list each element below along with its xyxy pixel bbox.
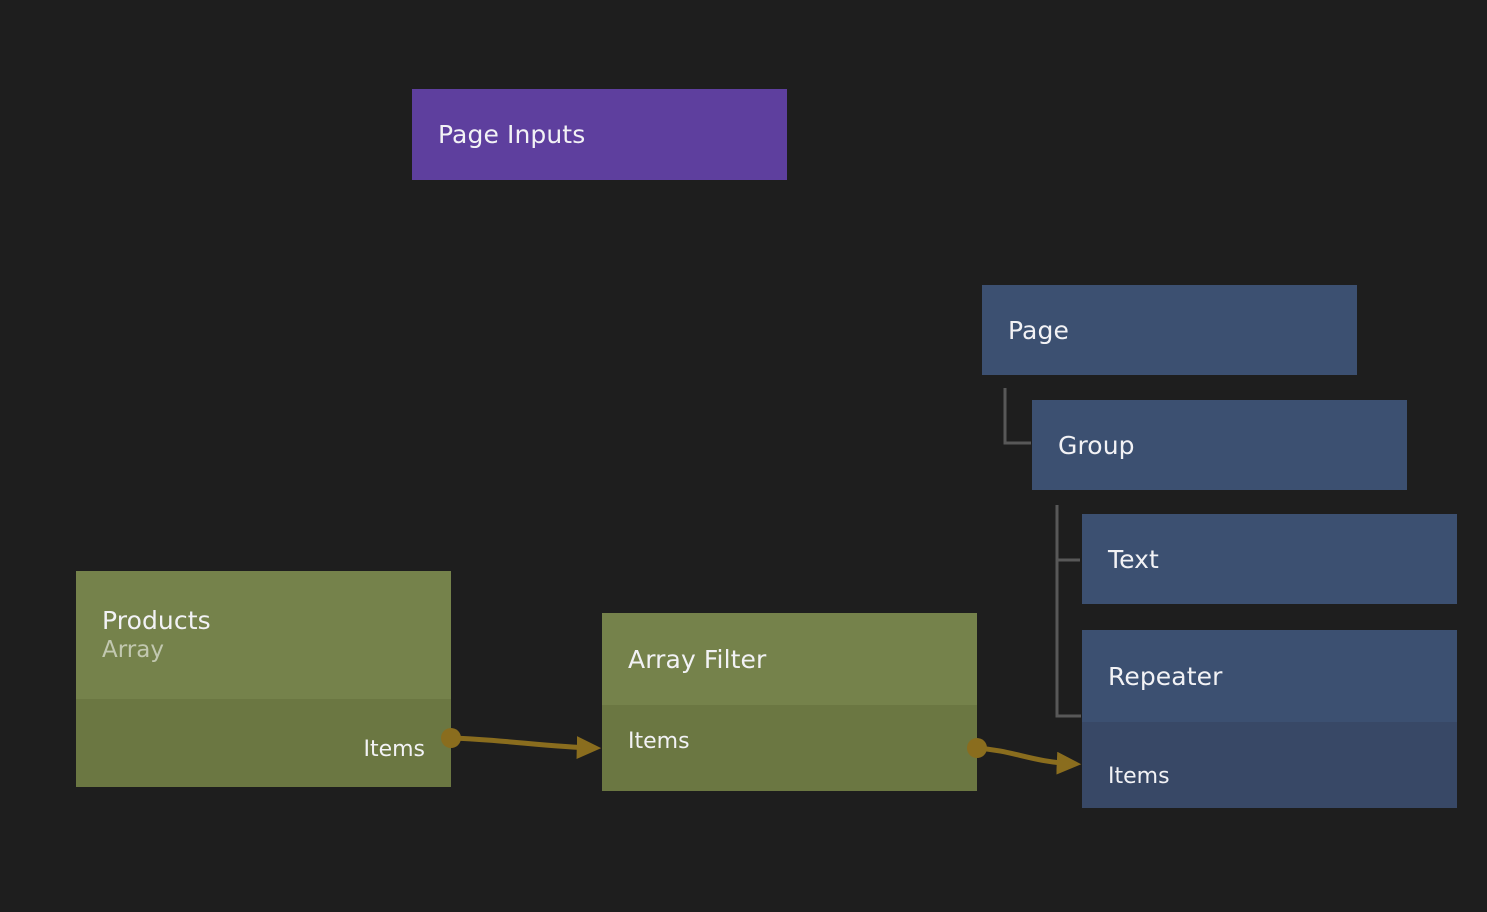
- port-repeater-items-in[interactable]: Items: [1082, 764, 1457, 789]
- node-repeater-header[interactable]: Repeater: [1082, 630, 1457, 722]
- node-page-inputs-title: Page Inputs: [438, 120, 761, 149]
- node-repeater-body: Items: [1082, 722, 1457, 808]
- node-text-title: Text: [1108, 545, 1431, 574]
- tree-edge-group-spine: [1057, 505, 1081, 716]
- connection-array-filter-to-repeater[interactable]: [967, 738, 1076, 764]
- node-group-title: Group: [1058, 431, 1381, 460]
- node-text-header[interactable]: Text: [1082, 514, 1457, 604]
- node-products-body: Items: [76, 699, 451, 787]
- node-page-header[interactable]: Page: [982, 285, 1357, 375]
- port-products-items-out[interactable]: Items: [76, 737, 451, 762]
- port-array-filter-items-in[interactable]: Items: [602, 729, 977, 754]
- node-array-filter[interactable]: Array Filter Items: [602, 613, 977, 791]
- node-products-title: Products: [102, 606, 425, 635]
- node-page-inputs[interactable]: Page Inputs: [412, 89, 787, 180]
- tree-edge-page-group: [1005, 388, 1031, 443]
- node-group[interactable]: Group: [1032, 400, 1407, 490]
- node-products[interactable]: Products Array Items: [76, 571, 451, 787]
- node-text[interactable]: Text: [1082, 514, 1457, 604]
- node-array-filter-header[interactable]: Array Filter: [602, 613, 977, 705]
- node-repeater[interactable]: Repeater Items: [1082, 630, 1457, 808]
- node-page[interactable]: Page: [982, 285, 1357, 375]
- node-page-inputs-header[interactable]: Page Inputs: [412, 89, 787, 180]
- port-array-filter-items-in-label: Items: [628, 729, 690, 754]
- port-products-items-out-label: Items: [363, 737, 425, 762]
- node-products-subtitle: Array: [102, 637, 425, 665]
- node-repeater-title: Repeater: [1108, 662, 1431, 691]
- node-products-header[interactable]: Products Array: [76, 571, 451, 699]
- node-array-filter-body: Items: [602, 705, 977, 791]
- node-page-title: Page: [1008, 316, 1331, 345]
- node-group-header[interactable]: Group: [1032, 400, 1407, 490]
- connection-products-to-array-filter[interactable]: [441, 728, 596, 748]
- port-repeater-items-in-label: Items: [1108, 764, 1170, 789]
- node-array-filter-title: Array Filter: [628, 645, 951, 674]
